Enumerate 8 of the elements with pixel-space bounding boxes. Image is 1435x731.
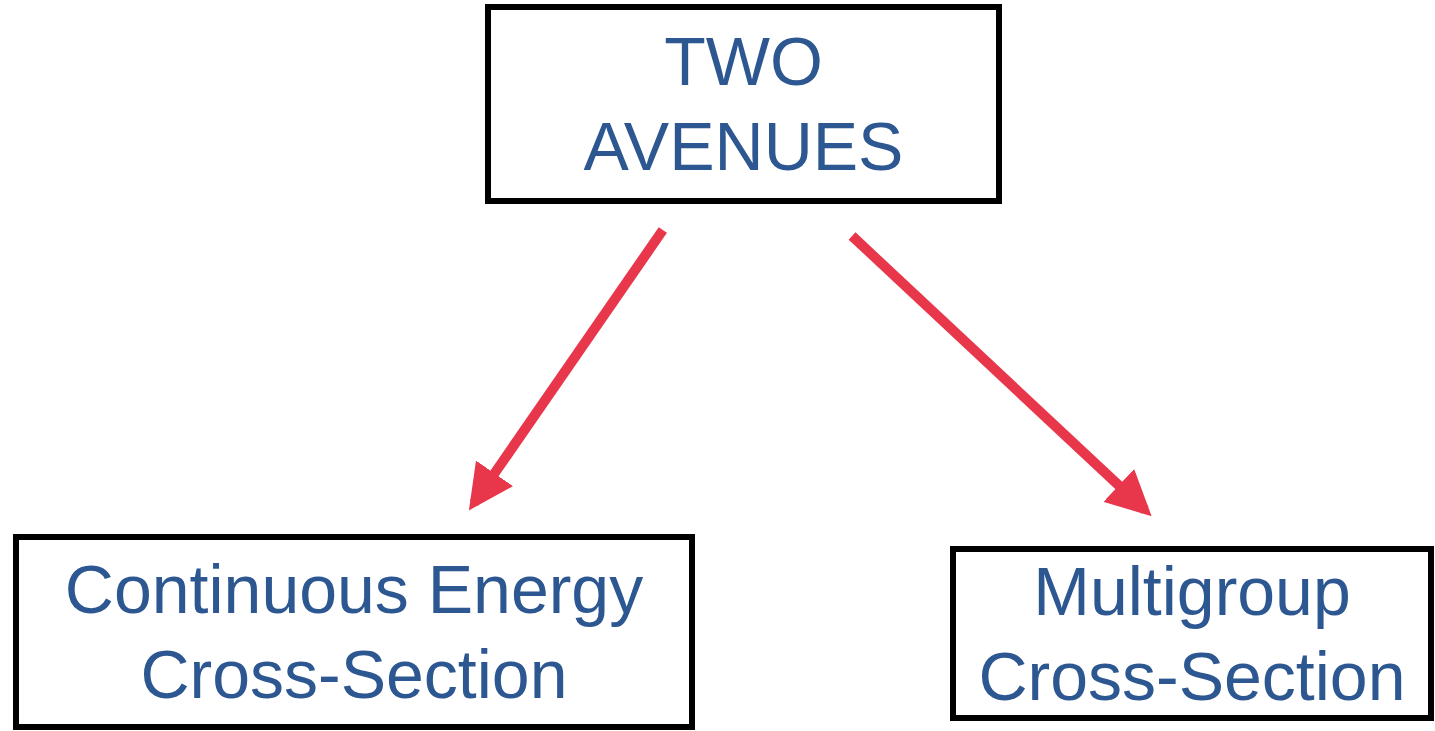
box-label: Continuous Energy Cross-Section [63, 550, 645, 714]
text-box [13, 534, 695, 730]
box-label: TWO AVENUES [582, 22, 905, 186]
arrow [468, 227, 667, 511]
text-box [485, 4, 1002, 204]
box-label: Multigroup Cross-Section [977, 551, 1407, 716]
arrow [848, 232, 1152, 517]
text-box [950, 546, 1434, 721]
